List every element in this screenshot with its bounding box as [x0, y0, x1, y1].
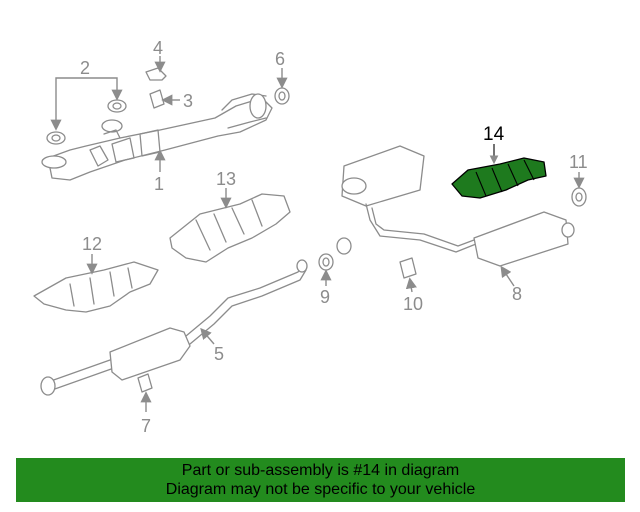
part-7-hanger-rubber[interactable] [137, 373, 153, 393]
callout-3: 3 [183, 91, 193, 111]
part-1-front-pipe[interactable] [41, 93, 273, 181]
part-9-gasket[interactable] [318, 253, 334, 271]
callout-12: 12 [82, 234, 102, 254]
callout-8: 8 [512, 284, 522, 304]
part-12-heat-shield[interactable] [33, 261, 159, 313]
callout-9: 9 [320, 287, 330, 307]
callout-11: 11 [569, 152, 588, 172]
part-11-hanger-rubber[interactable] [571, 187, 587, 207]
exhaust-parts-diagram: 2 4 3 6 1 13 12 5 7 9 10 8 11 14 [33, 38, 588, 436]
callout-5: 5 [214, 344, 224, 364]
part-10-hanger-rubber[interactable] [399, 257, 417, 279]
part-4-bracket[interactable] [145, 67, 167, 81]
part-2-gaskets[interactable] [46, 99, 127, 145]
banner-line-2: Diagram may not be specific to your vehi… [165, 481, 476, 498]
callout-13: 13 [216, 169, 236, 189]
leader-lines [50, 56, 585, 412]
part-6-gasket[interactable] [274, 87, 290, 105]
callout-4: 4 [153, 38, 163, 58]
part-8-muffler[interactable] [336, 145, 575, 267]
callout-6: 6 [275, 49, 285, 69]
info-banner: Part or sub-assembly is #14 in diagram D… [16, 458, 625, 502]
callout-10: 10 [403, 294, 423, 314]
part-13-heat-shield[interactable] [169, 193, 291, 263]
callout-2: 2 [80, 58, 90, 78]
part-14-heat-shield-highlighted[interactable] [451, 157, 547, 199]
callout-14: 14 [483, 124, 505, 145]
part-5-center-pipe[interactable] [40, 259, 308, 396]
callout-7: 7 [141, 416, 151, 436]
callout-1: 1 [154, 174, 164, 194]
banner-line-1: Part or sub-assembly is #14 in diagram [181, 462, 460, 479]
part-3-hanger-rubber[interactable] [149, 89, 165, 109]
